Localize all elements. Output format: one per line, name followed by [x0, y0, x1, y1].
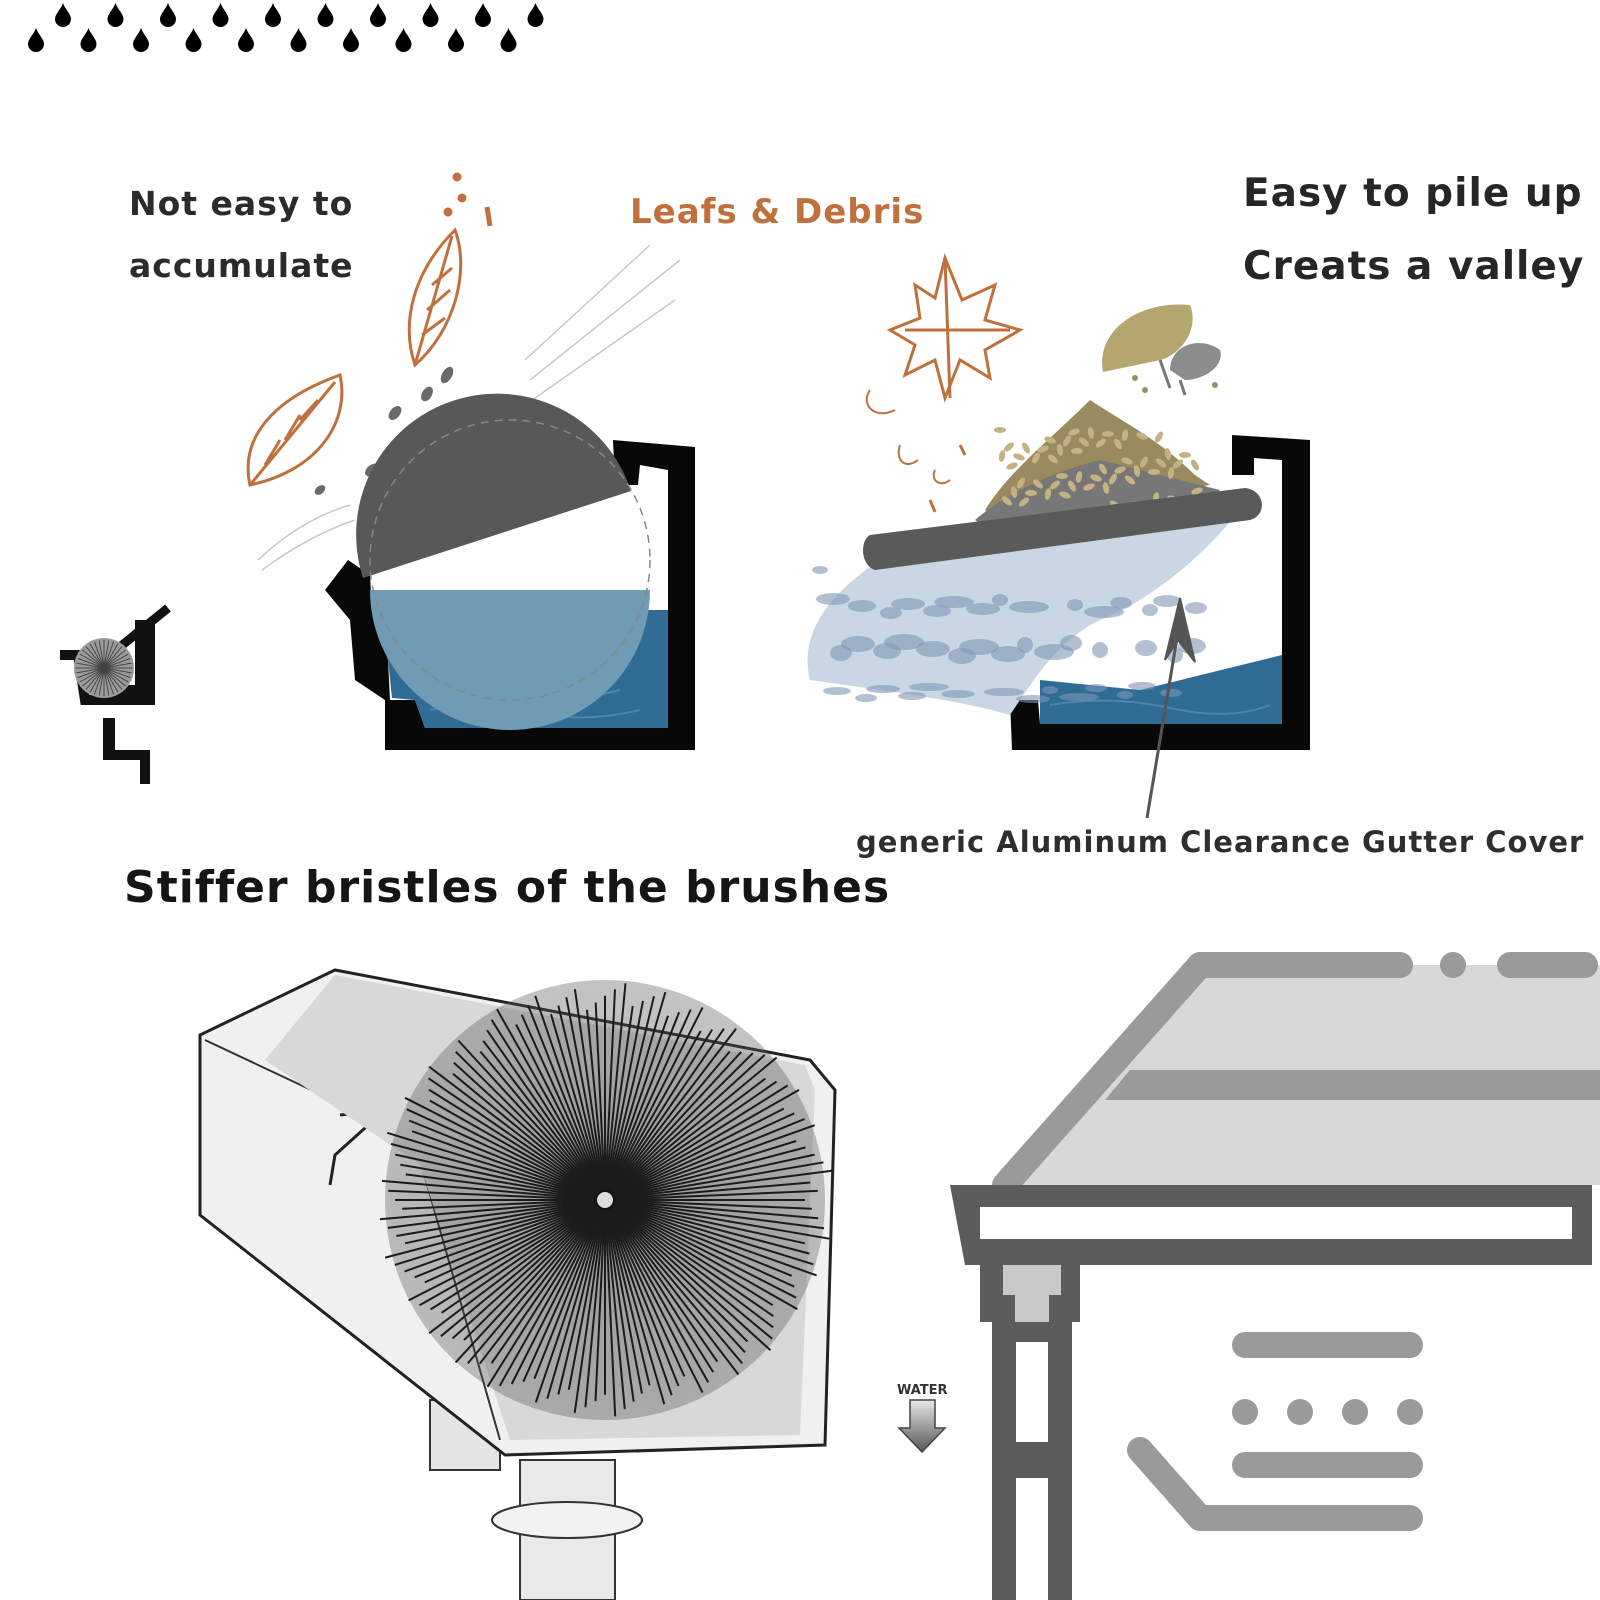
raindrop-icon: [395, 28, 412, 52]
roof-gutter-diagram: [950, 952, 1600, 1600]
raindrop-icon: [422, 3, 439, 27]
raindrop-icon: [370, 3, 386, 27]
raindrop-icon: [55, 3, 71, 27]
raindrop-icon: [80, 28, 97, 52]
raindrop-icon: [28, 28, 44, 52]
not-easy-label: Not easy to: [129, 184, 354, 223]
raindrop-icon: [448, 28, 464, 52]
maple-leaf-icon: [865, 253, 1024, 513]
accumulate-label: accumulate: [129, 246, 354, 285]
brush-gutter: [325, 393, 695, 750]
raindrop-icon: [107, 3, 124, 27]
raindrop-icon: [500, 28, 517, 52]
raindrops-row: [28, 3, 544, 52]
raindrop-icon: [343, 28, 359, 52]
generic-cover-label: generic Aluminum Clearance Gutter Cover: [856, 825, 1585, 859]
motion-lines: [257, 244, 681, 571]
easy-pile-label: Easy to pile up: [1243, 171, 1583, 216]
raindrop-icon: [265, 3, 281, 27]
generic-gutter: [807, 435, 1310, 819]
leaf-icon: [407, 172, 493, 368]
raindrop-icon: [133, 28, 149, 52]
down-arrow-icon: [897, 1399, 947, 1454]
raindrop-icon: [527, 3, 544, 27]
raindrop-icon: [317, 3, 334, 27]
creats-valley-label: Creats a valley: [1243, 244, 1585, 289]
brush-gutter-icon: [60, 604, 171, 784]
ginkgo-leaf-icon: [1102, 304, 1221, 396]
stiffer-bristles-heading: Stiffer bristles of the brushes: [124, 862, 891, 913]
brush-gutter-sketch: [198, 968, 837, 1600]
raindrop-icon: [212, 3, 229, 27]
raindrop-icon: [290, 28, 307, 52]
raindrop-icon: [475, 3, 491, 27]
raindrop-icon: [238, 28, 254, 52]
raindrop-icon: [185, 28, 202, 52]
leaf-icon: [246, 373, 344, 487]
water-label: WATER: [897, 1383, 948, 1398]
raindrop-icon: [160, 3, 176, 27]
leafs-debris-label: Leafs & Debris: [630, 192, 925, 232]
